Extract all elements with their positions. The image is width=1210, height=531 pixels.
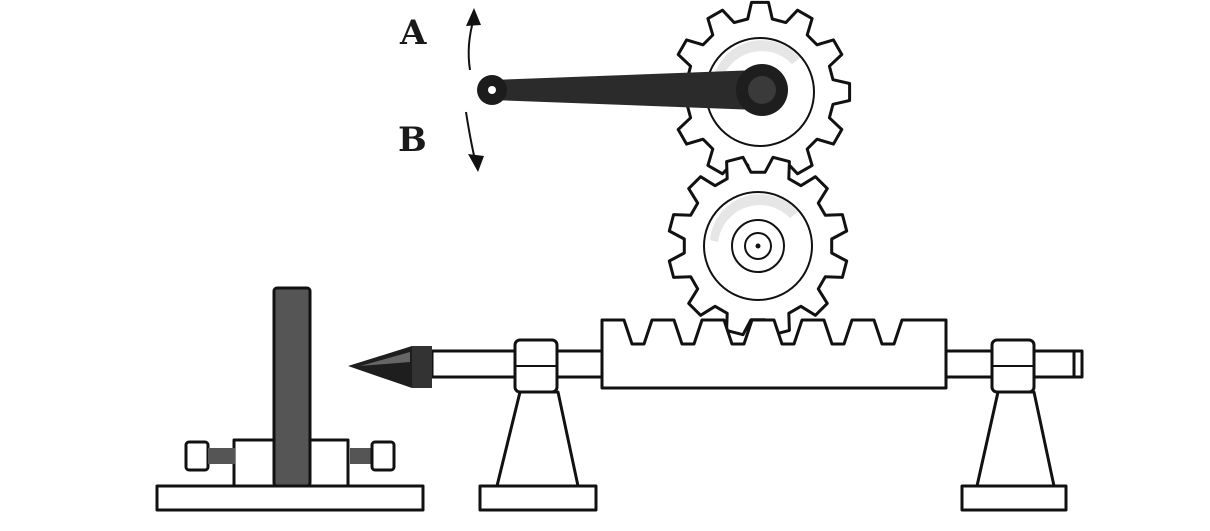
label-b: B xyxy=(398,120,427,160)
cone-point xyxy=(348,346,432,388)
arrow-up-icon xyxy=(466,8,481,71)
rack xyxy=(600,318,948,390)
label-a: A xyxy=(399,13,427,53)
workpiece-plate xyxy=(272,286,312,488)
arrow-down-icon xyxy=(465,111,484,172)
right-bearing-support xyxy=(960,338,1076,512)
left-bearing-support xyxy=(478,338,598,512)
clamp-vise xyxy=(155,438,425,512)
crank-lever xyxy=(477,64,788,116)
lower-gear xyxy=(667,155,849,337)
